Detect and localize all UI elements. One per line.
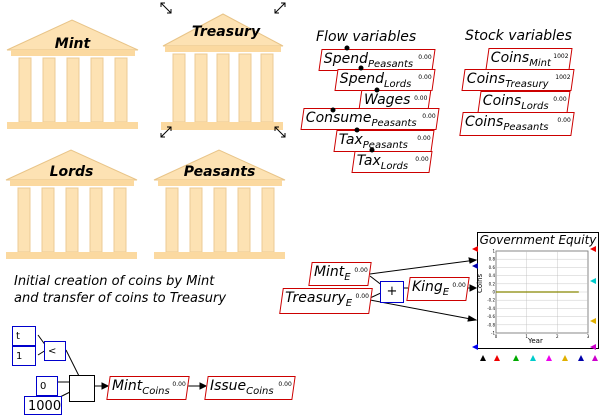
bank-building-icon xyxy=(6,19,139,129)
y-tick-label: -0.4 xyxy=(487,306,495,311)
y-tick-label: 0 xyxy=(492,290,495,295)
constant-zero[interactable]: 0 xyxy=(36,376,58,396)
chart-title: Government Equity xyxy=(479,233,597,247)
switch-block[interactable] xyxy=(69,375,95,402)
y-tick-label: -0.6 xyxy=(487,314,495,319)
y-tick-label: 0.6 xyxy=(489,265,496,270)
note-line: Initial creation of coins by Mint xyxy=(14,274,215,289)
mint-bank[interactable]: Mint xyxy=(5,18,140,130)
x-tick-label: 2 xyxy=(556,334,559,339)
x-axis-label: Year xyxy=(528,337,543,345)
y-tick-label: 1 xyxy=(492,249,495,254)
x-tick-label: 0 xyxy=(495,334,498,339)
government-equity-chart[interactable]: Government Equity 1 0.8 0.6 0.4 0.2 0 -0.2 -0.4… xyxy=(476,232,599,349)
y-tick-label: -0.2 xyxy=(487,298,495,303)
bank-building-icon xyxy=(153,149,286,259)
lords-bank[interactable]: Lords xyxy=(4,148,139,260)
bank-label: Treasury xyxy=(191,24,261,40)
treasury-bank[interactable]: Treasury xyxy=(153,8,288,133)
resize-arrow-icon xyxy=(160,2,286,138)
y-tick-label: -1 xyxy=(491,331,495,336)
resize-handles[interactable] xyxy=(155,0,295,140)
bank-building-icon xyxy=(5,149,138,259)
x-tick-label: 3 xyxy=(587,334,590,339)
bank-label: Peasants xyxy=(183,164,256,180)
y-tick-label: 0.4 xyxy=(489,273,496,278)
chart-port-markers[interactable] xyxy=(466,243,602,365)
note-line: and transfer of coins to Treasury xyxy=(14,291,227,306)
flow-port-dots xyxy=(330,45,380,153)
peasants-bank[interactable]: Peasants xyxy=(152,148,287,260)
bank-building-icon xyxy=(161,13,284,130)
less-than-operator[interactable]: < xyxy=(44,341,66,361)
y-tick-label: 0.2 xyxy=(489,281,496,286)
x-tick-label: 1 xyxy=(525,334,528,339)
sum-operator[interactable]: + xyxy=(380,281,404,303)
y-tick-label: 0.8 xyxy=(489,257,496,262)
constant-thousand[interactable]: 1000 xyxy=(24,396,62,415)
stock-variables-header: Stock variables xyxy=(465,28,572,44)
bank-label: Lords xyxy=(49,164,94,180)
time-input[interactable]: t xyxy=(12,326,36,346)
bank-label: Mint xyxy=(54,36,91,52)
description-note: Initial creation of coins by Mint and tr… xyxy=(14,273,226,307)
y-tick-label: -0.8 xyxy=(487,322,495,327)
flow-variables-header: Flow variables xyxy=(316,29,417,45)
constant-one[interactable]: 1 xyxy=(12,346,36,366)
